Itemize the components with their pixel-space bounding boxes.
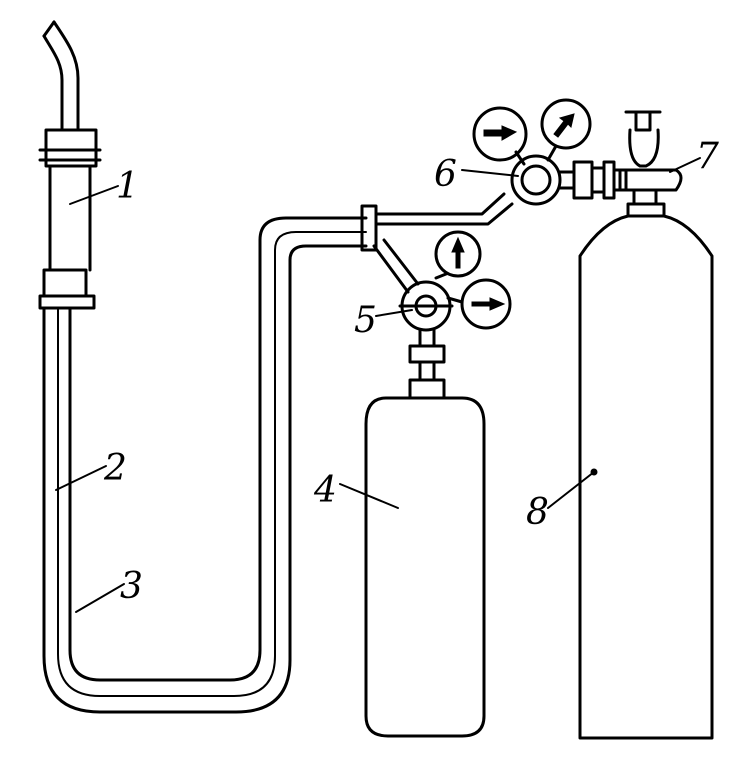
label-5: 5	[354, 300, 377, 341]
label-2: 2	[103, 448, 127, 489]
label-1: 1	[116, 166, 139, 207]
large-cylinder	[578, 214, 714, 740]
labels: 1 2 3 4 5 6 7 8	[103, 136, 719, 607]
torch	[38, 20, 102, 310]
label-3: 3	[120, 566, 143, 607]
leader-lines	[55, 157, 701, 613]
large-regulator	[472, 98, 628, 206]
hose-assembly	[42, 192, 514, 714]
label-4: 4	[313, 470, 337, 511]
label-7: 7	[696, 136, 719, 177]
small-regulator	[398, 230, 512, 382]
small-cylinder	[364, 378, 486, 738]
cylinder-valve	[618, 110, 683, 218]
label-6: 6	[434, 154, 457, 195]
label-8: 8	[526, 492, 549, 533]
